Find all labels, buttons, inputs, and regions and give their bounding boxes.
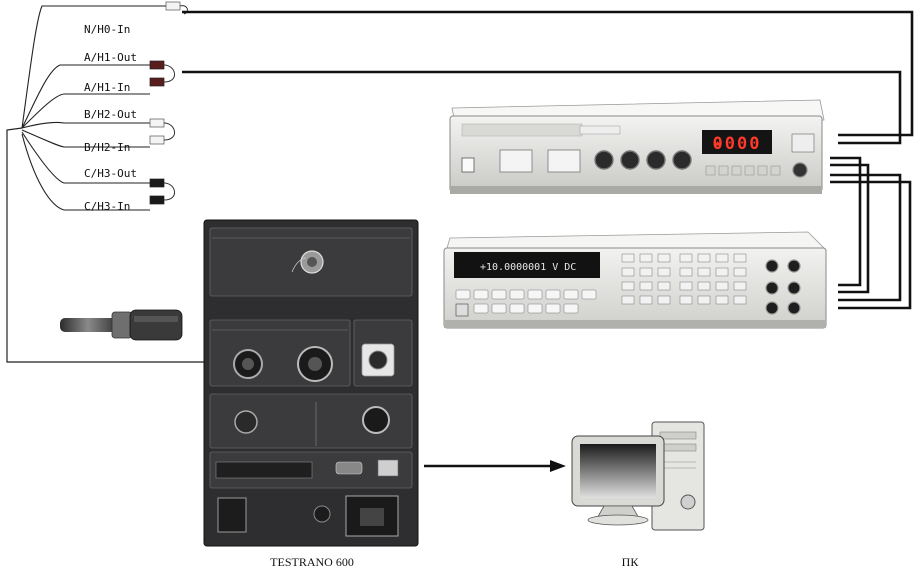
connector-plug: [60, 309, 183, 341]
calibrator-display-window: [702, 130, 772, 154]
cable-fan: [6, 5, 205, 363]
plug-a-h1-out: [149, 60, 165, 70]
calibrator-display: 0000: [713, 134, 762, 154]
wiring-bundle: [182, 10, 914, 310]
multimeter-instrument: +10.0000001 V DC: [443, 231, 827, 329]
multimeter-display-window: [454, 252, 600, 278]
multimeter-terminals: [765, 259, 801, 315]
pc-computer: [571, 421, 705, 531]
testrano-panel: [203, 219, 419, 547]
multimeter-keypad: [621, 253, 747, 305]
plug-b-h2-in: [149, 135, 165, 145]
lead-label-c-h3-in: C/H3-In: [84, 200, 130, 213]
plug-c-h3-in: [149, 195, 165, 205]
testrano-socket-3: [362, 406, 390, 434]
testrano-ethernet-port: [377, 459, 399, 477]
plug-a-h1-in: [149, 77, 165, 87]
arrow-to-pc: [424, 460, 566, 472]
lead-label-b-h2-in: B/H2-In: [84, 141, 130, 154]
lead-label-n-h0-in: N/H0-In: [84, 23, 130, 36]
lead-plugs: [149, 1, 188, 205]
testrano-power-switch: [217, 497, 247, 533]
testrano-io-strip: [215, 461, 313, 479]
lead-label-a-h1-out: A/H1-Out: [84, 51, 137, 64]
testrano-serial-socket: [234, 410, 258, 434]
svg-text:-: -: [712, 134, 722, 154]
testrano-label: TESTRANO 600: [270, 555, 354, 569]
multimeter-soft-keys: [455, 289, 597, 314]
lead-label-b-h2-out: B/H2-Out: [84, 108, 137, 121]
lead-label-c-h3-out: C/H3-Out: [84, 167, 137, 180]
multimeter-power-button: [455, 303, 469, 317]
calibrator-output-terminal: [792, 162, 808, 178]
plug-n-h0-in: [165, 1, 181, 11]
pc-label: ПК: [622, 555, 640, 569]
calibrator-instrument: 0000 -: [449, 99, 825, 194]
multimeter-display: +10.0000001 V DC: [480, 262, 576, 273]
lead-labels: N/H0-In A/H1-Out A/H1-In B/H2-Out B/H2-I…: [84, 23, 137, 213]
calibrator-knobs: [594, 150, 692, 170]
plug-b-h2-out: [149, 118, 165, 128]
testrano-db9-port: [335, 461, 363, 475]
plug-c-h3-out: [149, 178, 165, 188]
pc-screen: [580, 444, 656, 498]
lead-label-a-h1-in: A/H1-In: [84, 81, 130, 94]
calibrator-power-switch: [461, 157, 475, 173]
